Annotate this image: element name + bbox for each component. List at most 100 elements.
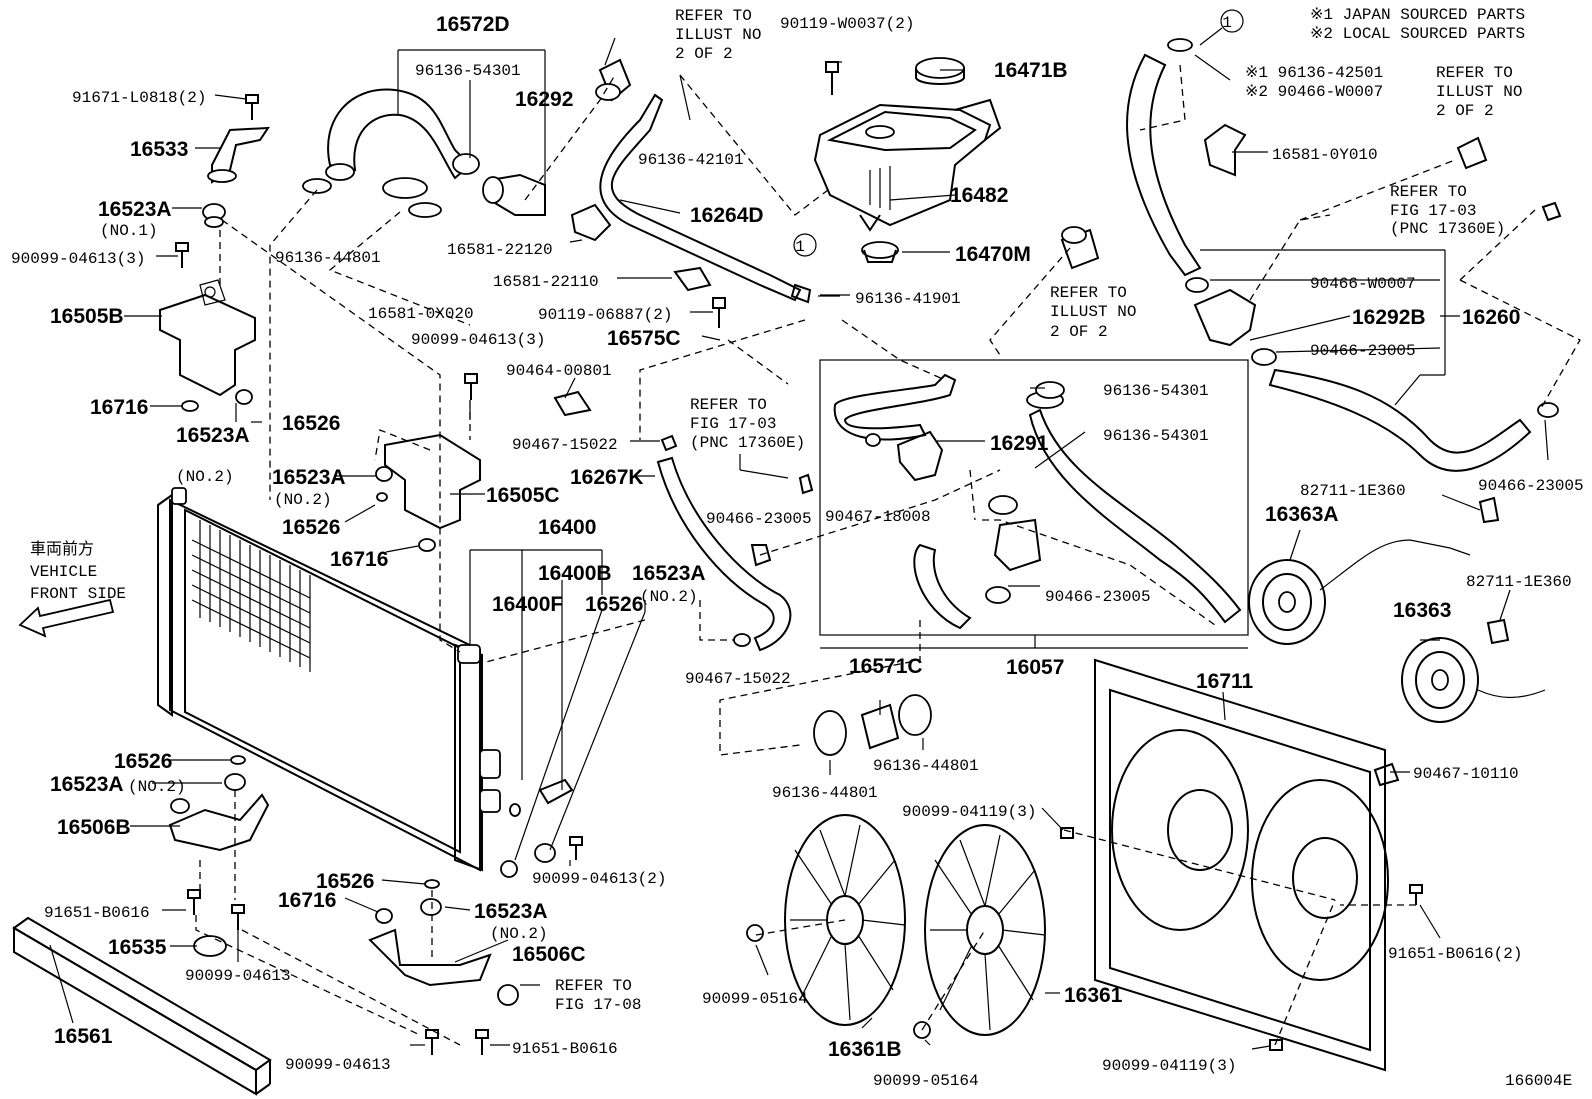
label-16267K: 16267K (570, 466, 644, 489)
front-label-en-2: FRONT SIDE (30, 585, 126, 603)
label-96136-44801-c: 96136-44801 (772, 784, 878, 802)
refer-fig1703-a-1: REFER TO (690, 396, 767, 414)
label-90099-04119-b: 90099-04119(3) (1102, 1057, 1236, 1075)
fan-motor-16363 (1401, 637, 1546, 723)
label-no2-d: (NO.2) (128, 778, 186, 796)
label-90466-23005-a: 90466-23005 (706, 510, 812, 528)
label-90466-23005-d: 90466-23005 (1478, 477, 1584, 495)
label-16526-b: 16526 (282, 516, 340, 539)
label-16057: 16057 (1006, 656, 1064, 679)
ref-circle-1-right-text: 1 (1222, 14, 1232, 32)
label-82711-1E360-b: 82711-1E360 (1466, 573, 1572, 591)
label-91651-B0616-b: 91651-B0616 (512, 1040, 618, 1058)
labels: ※1 JAPAN SOURCED PARTS ※2 LOCAL SOURCED … (11, 6, 1584, 1090)
refer-fig1703-b-2: FIG 17-03 (1390, 202, 1476, 220)
label-16526-e: 16526 (316, 870, 374, 893)
label-16400B: 16400B (538, 562, 612, 585)
label-no1: (NO.1) (100, 222, 158, 240)
label-96136-44801-b: 96136-44801 (873, 757, 979, 775)
label-90464-00801: 90464-00801 (506, 362, 612, 380)
bypass-hose-16264D (599, 93, 802, 302)
label-91651-B0616-2: 91651-B0616(2) (1388, 945, 1522, 963)
label-16572D: 16572D (436, 13, 510, 36)
label-16526-c: 16526 (585, 593, 643, 616)
label-16292: 16292 (515, 88, 573, 111)
leader-lines (49, 9, 1581, 1050)
refer-illust-c-1: REFER TO (1436, 64, 1513, 82)
label-16716-c: 16716 (278, 889, 336, 912)
refer-fig1708-2: FIG 17-08 (555, 996, 641, 1014)
refer-illust-b-2: ILLUST NO (1050, 303, 1136, 321)
label-16363: 16363 (1393, 599, 1451, 622)
label-90099-04613-a: 90099-04613 (185, 967, 291, 985)
label-16711: 16711 (1196, 670, 1254, 693)
label-16575C: 16575C (607, 327, 681, 350)
label-90099-04613-2: 90099-04613(2) (532, 870, 666, 888)
refer-fig1703-a-2: FIG 17-03 (690, 415, 776, 433)
label-90099-04613-3-a: 90099-04613(3) (11, 250, 145, 268)
label-90099-04613-3-b: 90099-04613(3) (411, 331, 545, 349)
label-no2-b: (NO.2) (274, 491, 332, 509)
hose-kit-box-16057 (819, 359, 1249, 636)
label-91671-L0818: 91671-L0818(2) (72, 89, 206, 107)
refer-fig1703-a-3: (PNC 17360E) (690, 434, 805, 452)
label-16506C: 16506C (512, 943, 586, 966)
label-90467-18008: 90467-18008 (825, 508, 931, 526)
parts-artwork (12, 38, 1562, 1096)
note-japan-sourced: ※1 JAPAN SOURCED PARTS (1310, 6, 1525, 24)
label-91651-B0616-a: 91651-B0616 (44, 904, 150, 922)
label-16264D: 16264D (690, 204, 764, 227)
label-96136-41901: 96136-41901 (855, 290, 961, 308)
label-16523A-no2-a: 16523A (176, 424, 250, 447)
front-label-jp: 車両前方 (30, 540, 94, 559)
label-16363A: 16363A (1265, 503, 1339, 526)
refer-fig1708-1: REFER TO (555, 977, 632, 995)
bracket-16505C (384, 433, 481, 530)
label-16505C: 16505C (486, 484, 560, 507)
label-16581-22120: 16581-22120 (447, 241, 553, 259)
label-16260: 16260 (1462, 306, 1520, 329)
label-16291: 16291 (990, 432, 1049, 455)
label-96136-54301: 96136-54301 (415, 62, 521, 80)
reservoir-tank-16482 (813, 98, 1002, 232)
fan-shroud-16711 (1094, 658, 1389, 1072)
label-16523A-no2-d: 16523A (50, 773, 124, 796)
label-90466-W0007-a: ※2 90466-W0007 (1245, 83, 1383, 101)
label-82711-1E360-a: 82711-1E360 (1300, 482, 1406, 500)
refer-illust-c-3: 2 OF 2 (1436, 102, 1494, 120)
label-16470M: 16470M (955, 243, 1031, 266)
label-16581-0Y010: 16581-0Y010 (1272, 146, 1378, 164)
bracket-16505B (159, 293, 256, 397)
label-90119-W0037: 90119-W0037(2) (780, 15, 914, 33)
label-90466-W0007-b: 90466-W0007 (1310, 275, 1416, 293)
label-90466-23005-b: 90466-23005 (1045, 588, 1151, 606)
label-16526-d: 16526 (114, 750, 172, 773)
refer-illust-a-2: ILLUST NO (675, 26, 761, 44)
label-16400: 16400 (538, 516, 596, 539)
label-no2-e: (NO.2) (490, 925, 548, 943)
label-90467-15022-a: 90467-15022 (512, 436, 618, 454)
ref-circle-1-right (1220, 9, 1244, 33)
label-16526-a: 16526 (282, 412, 340, 435)
refer-illust-a-1: REFER TO (675, 7, 752, 25)
refer-illust-a-3: 2 OF 2 (675, 45, 733, 63)
refer-fig1703-b-3: (PNC 17360E) (1390, 220, 1505, 238)
refer-fig1703-b-1: REFER TO (1390, 183, 1467, 201)
hose-16267K (656, 456, 792, 652)
label-90099-05164-b: 90099-05164 (873, 1072, 979, 1090)
label-90099-04613-b: 90099-04613 (285, 1056, 391, 1074)
label-16471B: 16471B (994, 59, 1068, 82)
label-16581-0X020: 16581-0X020 (368, 305, 474, 323)
label-16716-a: 16716 (90, 396, 148, 419)
label-96136-42101: 96136-42101 (638, 151, 744, 169)
label-16400F: 16400F (492, 593, 563, 616)
bracket-16506B (168, 793, 270, 852)
ref-circle-1-left-text: 1 (795, 238, 805, 256)
label-16716-b: 16716 (330, 548, 388, 571)
label-90467-15022-b: 90467-15022 (685, 670, 791, 688)
label-16571C: 16571C (849, 655, 923, 678)
label-16535: 16535 (108, 936, 167, 959)
label-16361: 16361 (1064, 984, 1123, 1007)
label-96136-54301-c: 96136-54301 (1103, 427, 1209, 445)
